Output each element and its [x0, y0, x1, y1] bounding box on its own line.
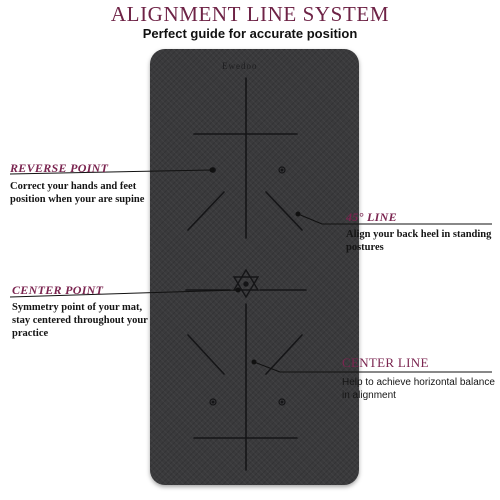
diagonal-line-bottom-left [187, 334, 225, 375]
reverse-point-ring-bottom-right [278, 398, 286, 406]
reverse-point-ring-bottom-left [209, 398, 217, 406]
center-point-description-line-1: Symmetry point of your mat, [12, 302, 143, 313]
reverse-point-ring-top-right [278, 166, 286, 174]
line-45-label: 45° LINE [346, 210, 397, 224]
center-line-description-line-2: in alignment [342, 390, 396, 401]
page-subtitle: Perfect guide for accurate position [142, 26, 358, 41]
center-point-label: CENTER POINT [12, 283, 104, 297]
line-45-leader [297, 213, 323, 225]
center-line-description-line-1: Help to achieve horizontal balance [342, 377, 495, 388]
reverse-point-description-line-2: position when your are supine [10, 194, 145, 205]
brand-logo: Ewedoo [222, 61, 258, 71]
center-point-description-line-3: practice [12, 328, 49, 339]
line-45-description-line-1: Align your back heel in standing [346, 229, 492, 240]
reverse-point-label: REVERSE POINT [10, 161, 109, 175]
center-line-leader [253, 361, 281, 373]
reverse-point-description-line-1: Correct your hands and feet [10, 181, 137, 192]
diagonal-line-bottom-right [265, 334, 303, 375]
center-point-description-line-2: stay centered throughout your [12, 315, 148, 326]
reverse-point-leader [9, 169, 213, 175]
line-45-description-line-2: postures [346, 242, 384, 253]
yoga-mat [150, 49, 359, 485]
page-title: ALIGNMENT LINE SYSTEM [110, 2, 390, 26]
center-line-label: CENTER LINE [342, 355, 429, 370]
center-point-leader [9, 289, 239, 298]
diagonal-line-top-right [265, 191, 303, 231]
diagonal-line-top-left [187, 191, 225, 231]
center-star-icon [232, 268, 260, 299]
